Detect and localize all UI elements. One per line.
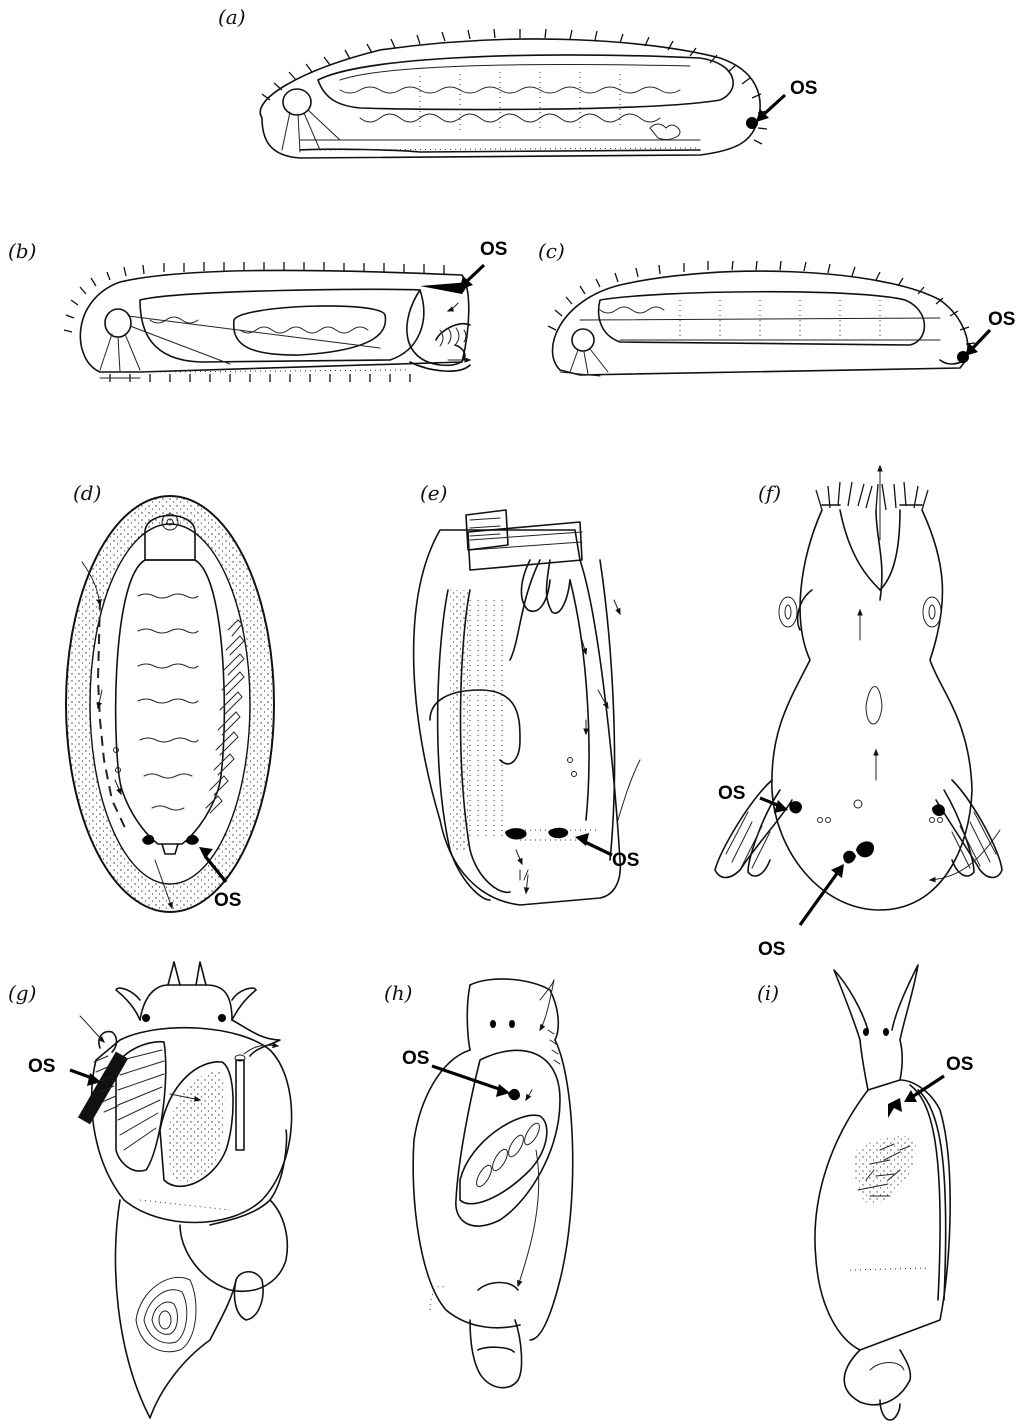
os-label-a: OS <box>790 78 817 99</box>
panel-label-f: (f) <box>758 481 781 505</box>
chiton-side-view-a <box>260 29 767 158</box>
os-pointer-g: OS <box>28 1056 101 1086</box>
panel-i: (i) OS <box>757 965 973 1420</box>
snail-dorsal-view-g <box>78 962 292 1418</box>
os-label-c: OS <box>988 309 1015 330</box>
panel-label-a: (a) <box>218 5 246 29</box>
gastropod-mantle-cavity-e <box>414 510 640 905</box>
panel-c: (c) OS <box>538 239 1015 376</box>
panel-label-e: (e) <box>420 481 447 505</box>
os-label-i: OS <box>946 1054 973 1075</box>
panel-label-g: (g) <box>8 981 36 1005</box>
os-label-d: OS <box>214 890 241 911</box>
chiton-side-view-c <box>548 261 975 376</box>
os-pointer-b: OS <box>420 239 507 294</box>
panel-h: (h) OS <box>384 979 573 1388</box>
panel-a: (a) OS <box>218 5 817 158</box>
os-pointer-h: OS <box>402 1048 510 1097</box>
chiton-side-view-b <box>64 262 470 382</box>
os-label-g: OS <box>28 1056 55 1077</box>
panel-label-b: (b) <box>8 239 36 263</box>
os-pointer-f-lower: OS <box>758 864 844 960</box>
os-pointer-i: OS <box>904 1054 973 1102</box>
panel-label-h: (h) <box>384 981 413 1005</box>
panel-g: (g) <box>8 962 292 1418</box>
chiton-ventral-view-d <box>66 496 274 912</box>
os-label-b: OS <box>480 239 507 260</box>
os-label-e: OS <box>612 850 639 871</box>
os-label-f-lower: OS <box>758 939 785 960</box>
panel-label-i: (i) <box>757 981 779 1005</box>
os-pointer-f-upper: OS <box>718 783 788 813</box>
panel-b: (b) OS <box>8 239 507 382</box>
os-pointer-a: OS <box>746 78 817 129</box>
os-pointer-e: OS <box>575 833 639 871</box>
panel-label-c: (c) <box>538 239 565 263</box>
os-label-f-upper: OS <box>718 783 745 804</box>
panel-d: (d) <box>66 481 274 912</box>
os-label-h: OS <box>402 1048 429 1069</box>
snail-side-view-h <box>413 979 573 1388</box>
panel-e: (e) <box>414 481 640 905</box>
snail-dorsal-view-i <box>815 965 950 1420</box>
cephalopod-ventral-view-f <box>715 466 1002 910</box>
panel-label-d: (d) <box>73 481 101 505</box>
dorsal-spines-a <box>262 29 767 144</box>
panel-f: (f) <box>715 466 1002 960</box>
